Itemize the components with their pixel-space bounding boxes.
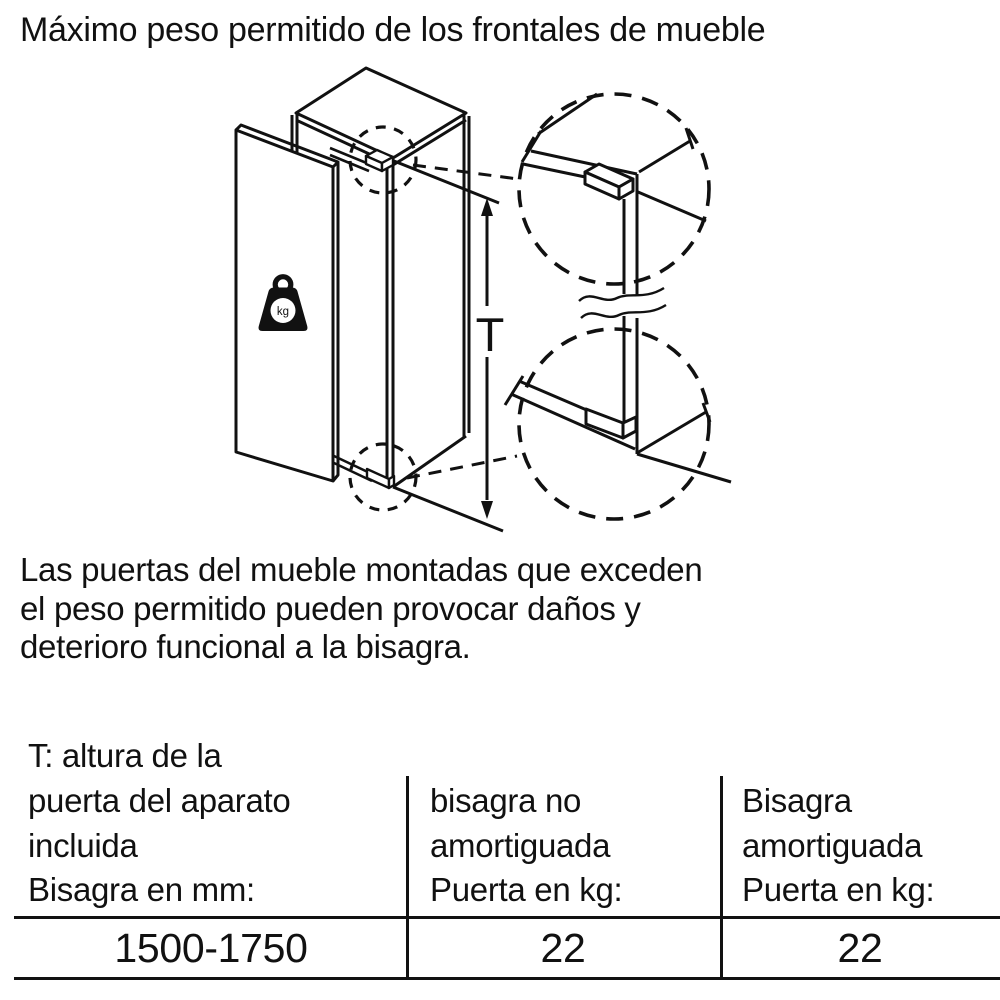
table-header-line: amortiguada xyxy=(742,827,923,864)
table-divider-2 xyxy=(720,776,723,980)
table-col1-unit: Bisagra en mm: xyxy=(28,871,255,908)
paragraph-line: el peso permitido pueden provocar daños … xyxy=(20,589,641,627)
table-header-line: bisagra no xyxy=(430,782,582,819)
top-detail-circle xyxy=(517,92,711,296)
bottom-detail-circle xyxy=(503,316,732,521)
tick xyxy=(684,127,695,150)
weight-label-circle xyxy=(270,298,296,323)
tick xyxy=(520,130,543,163)
t-arrow-down xyxy=(481,501,493,519)
table-col2-header: bisagra no amortiguada xyxy=(430,778,610,868)
table-col3-unit: Puerta en kg: xyxy=(742,871,935,908)
magnified-top-hinge xyxy=(583,162,635,201)
t-dimension: T xyxy=(476,198,505,519)
t-arrow-up xyxy=(481,198,493,216)
paragraph-line: Las puertas del mueble montadas que exce… xyxy=(20,551,703,588)
table-col1-header: T: altura de la puerta del aparato inclu… xyxy=(28,733,291,868)
table-col2-unit: Puerta en kg: xyxy=(430,871,623,908)
table-divider-1 xyxy=(406,776,409,980)
table-header-line: puerta del aparato xyxy=(28,782,291,819)
bottom-hinge xyxy=(333,454,396,490)
top-leader-line xyxy=(412,163,519,181)
table-header-line: incluida xyxy=(28,827,138,864)
bottom-projection-ray xyxy=(392,485,504,533)
top-projection-ray xyxy=(393,159,500,205)
table-rule-top xyxy=(14,916,1000,919)
page-title: Máximo peso permitido de los frontales d… xyxy=(20,11,766,49)
table-value-door-kg-damp: 22 xyxy=(837,925,883,971)
table-value-hinge-mm: 1500-1750 xyxy=(114,925,308,971)
tick xyxy=(503,375,525,406)
table-rule-bottom xyxy=(14,977,1000,980)
bottom-leader-line xyxy=(406,454,518,480)
weight-kg-label: kg xyxy=(277,306,289,318)
warning-paragraph: Las puertas del mueble montadas que exce… xyxy=(20,551,980,667)
table-col3-header: Bisagra amortiguada xyxy=(742,778,922,868)
break-lines xyxy=(578,286,667,319)
table-header-line: amortiguada xyxy=(430,827,611,864)
table-value-door-kg-nodamp: 22 xyxy=(540,925,586,971)
table-header-line: T: altura de la xyxy=(28,737,222,774)
paragraph-line: deterioro funcional a la bisagra. xyxy=(20,628,471,665)
magnified-bottom-hinge xyxy=(584,407,638,440)
weight-icon: kg xyxy=(258,274,308,331)
tick xyxy=(701,402,712,423)
top-hinge-circle xyxy=(348,125,418,195)
table-header-line: Bisagra xyxy=(742,782,852,819)
t-dimension-label: T xyxy=(476,308,505,361)
leader-lines xyxy=(406,163,519,480)
